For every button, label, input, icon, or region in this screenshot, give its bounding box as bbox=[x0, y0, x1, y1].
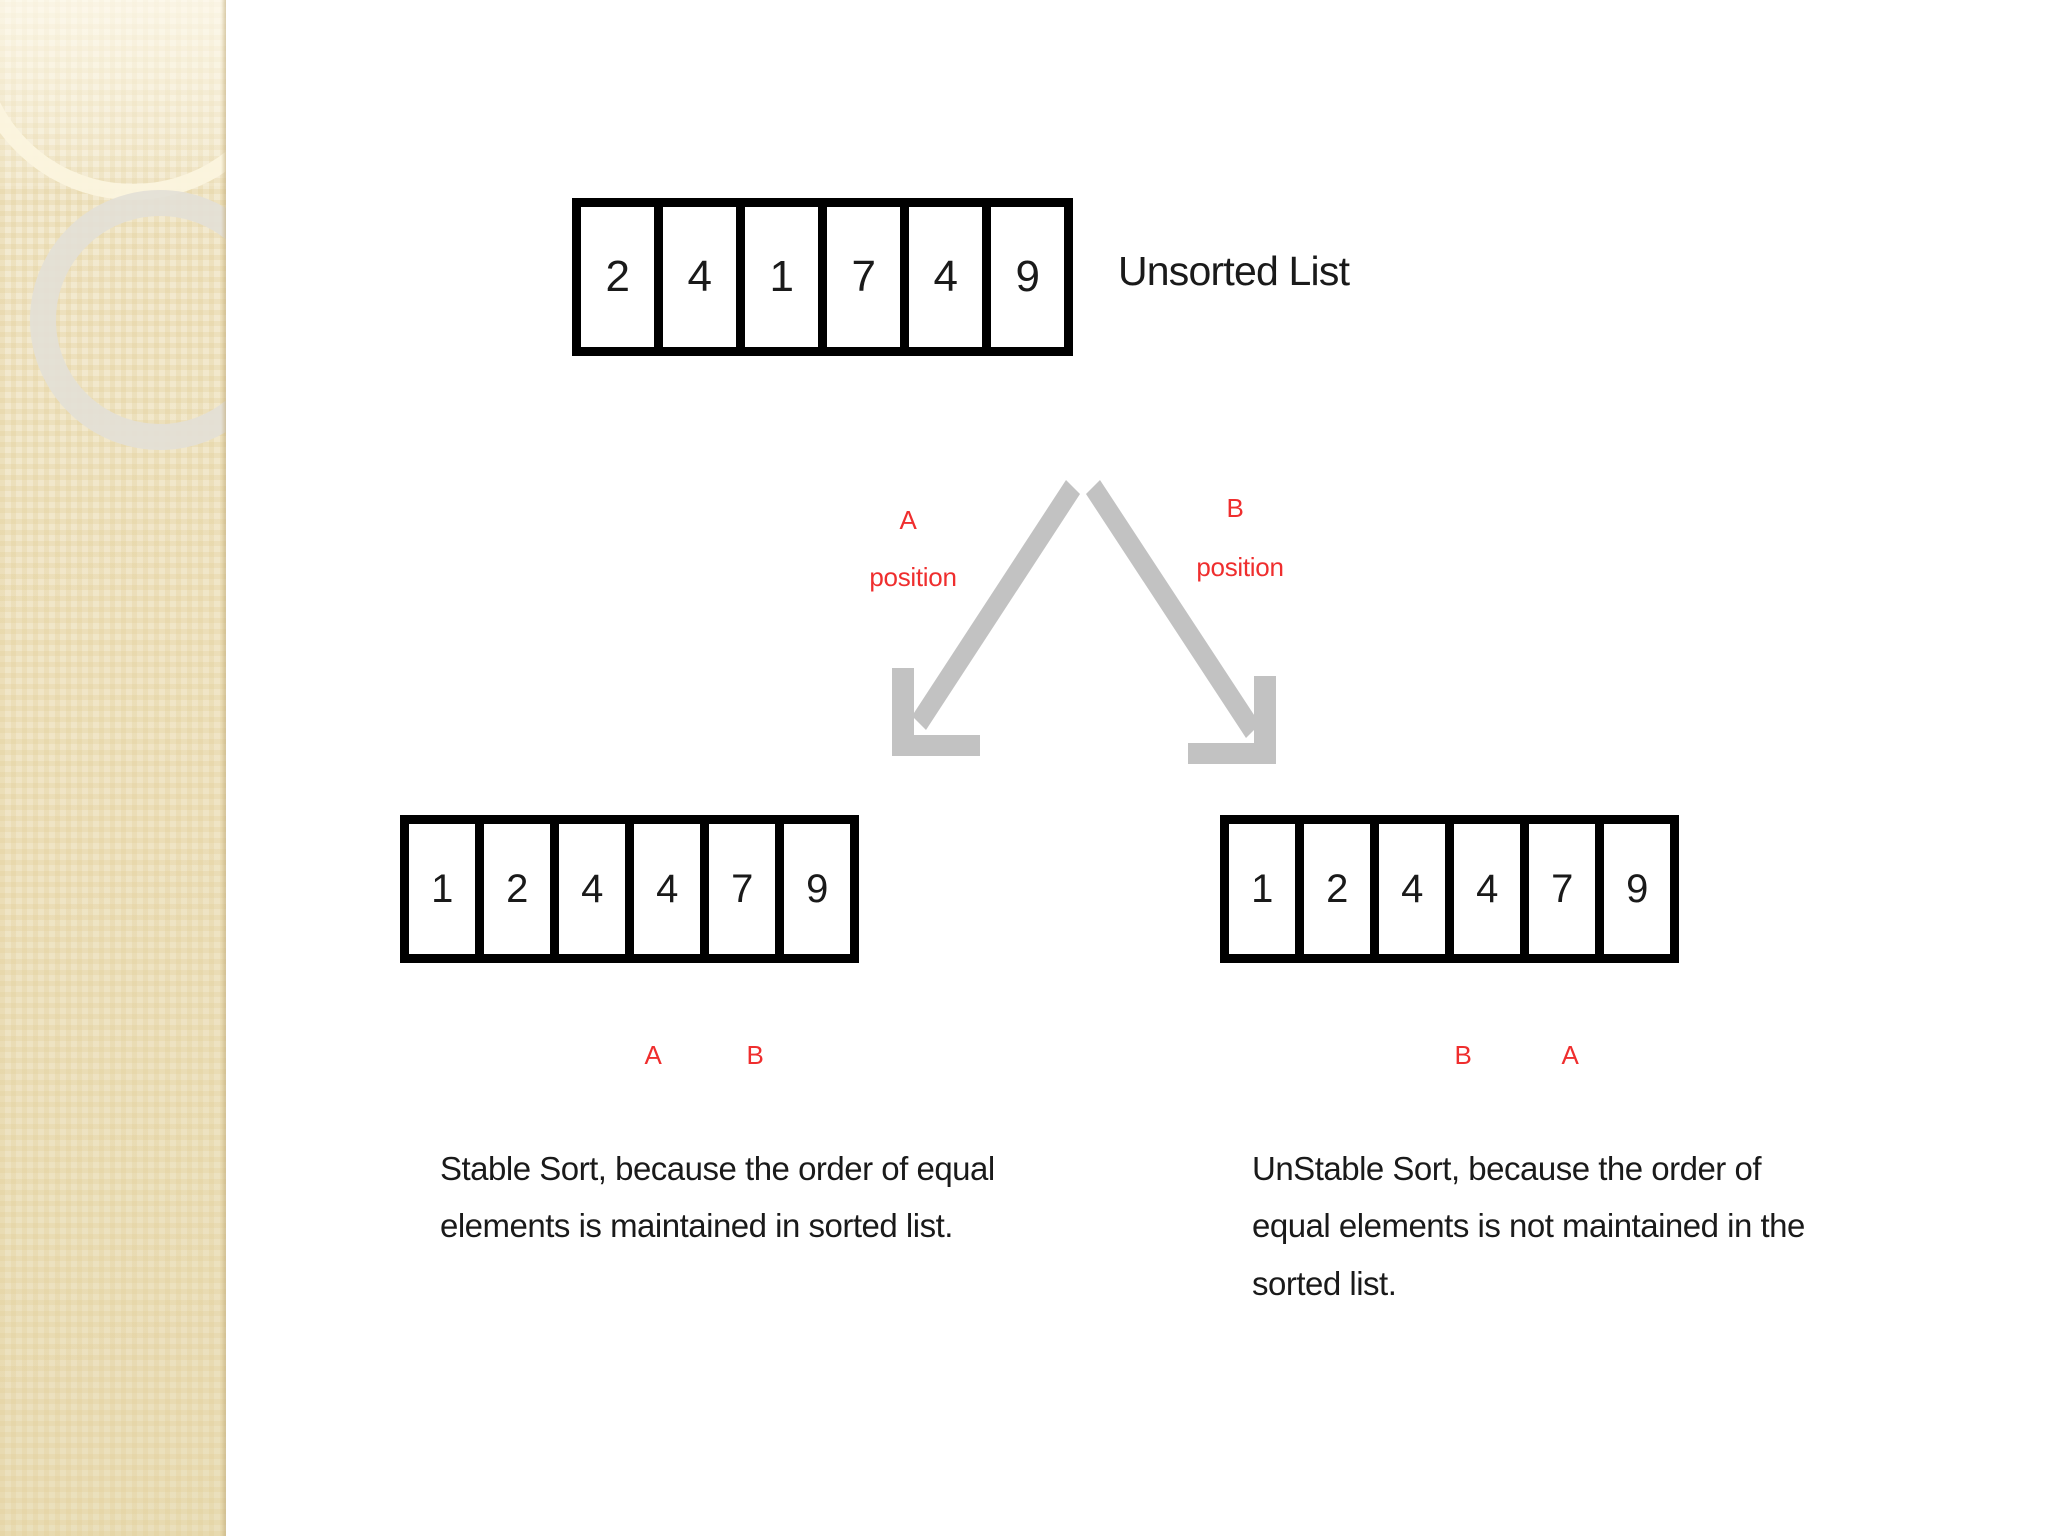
decorative-ring-gray-icon bbox=[30, 190, 226, 450]
unsorted-list-label: Unsorted List bbox=[1118, 248, 1350, 294]
unstable-marker-b: B bbox=[1454, 1040, 1472, 1070]
array-cell: 7 bbox=[1529, 824, 1595, 954]
array-cell: 4 bbox=[1379, 824, 1445, 954]
array-cell: 2 bbox=[581, 207, 654, 347]
marker-b-position-label: position bbox=[1196, 552, 1284, 582]
array-cell: 2 bbox=[1304, 824, 1370, 954]
array-cell: 9 bbox=[1604, 824, 1670, 954]
unsorted-list-array: 2 4 1 7 4 9 bbox=[572, 198, 1073, 356]
array-cell: 1 bbox=[1229, 824, 1295, 954]
array-cell: 1 bbox=[745, 207, 818, 347]
stable-marker-a: A bbox=[644, 1040, 662, 1070]
array-cell: 9 bbox=[784, 824, 850, 954]
diverging-arrows-group bbox=[892, 480, 1276, 764]
marker-b-unsorted: B bbox=[1226, 493, 1244, 523]
array-cell: 4 bbox=[909, 207, 982, 347]
stable-marker-b: B bbox=[746, 1040, 764, 1070]
decorative-sidebar bbox=[0, 0, 226, 1536]
array-cell: 7 bbox=[827, 207, 900, 347]
array-cell: 2 bbox=[484, 824, 550, 954]
stable-sorted-array: 1 2 4 4 7 9 bbox=[400, 815, 859, 963]
array-cell: 7 bbox=[709, 824, 775, 954]
stable-sort-caption: Stable Sort, because the order of equal … bbox=[440, 1150, 995, 1245]
arrow-right-down-icon bbox=[1086, 480, 1276, 764]
array-cell: 4 bbox=[1454, 824, 1520, 954]
arrow-left-down-icon bbox=[892, 480, 1080, 756]
marker-a-unsorted: A bbox=[899, 505, 917, 535]
array-cell: 4 bbox=[634, 824, 700, 954]
array-cell: 9 bbox=[991, 207, 1064, 347]
array-cell: 4 bbox=[663, 207, 736, 347]
sidebar-edge-divider bbox=[221, 0, 226, 1536]
unstable-marker-a: A bbox=[1561, 1040, 1579, 1070]
unstable-sort-caption: UnStable Sort, because the order of equa… bbox=[1252, 1150, 1805, 1302]
unstable-sorted-array: 1 2 4 4 7 9 bbox=[1220, 815, 1679, 963]
marker-a-position-label: position bbox=[869, 562, 957, 592]
array-cell: 1 bbox=[409, 824, 475, 954]
array-cell: 4 bbox=[559, 824, 625, 954]
